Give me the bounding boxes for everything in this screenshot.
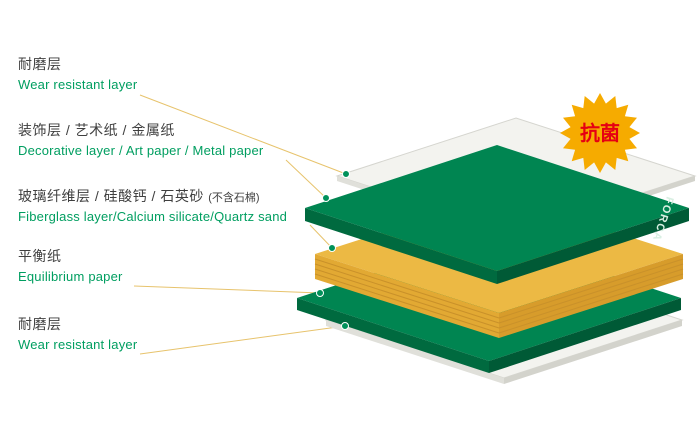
layer-dot-equilibrium: [316, 289, 324, 297]
leader-line-wear-top: [139, 94, 347, 175]
layer-dot-fiberglass: [328, 244, 336, 252]
decorative-green-layer: FORCA: [305, 145, 689, 284]
equilibrium-right-face: [489, 298, 681, 373]
badge-label: 抗菌: [580, 121, 620, 145]
layer-dot-decorative: [322, 194, 330, 202]
bottom-sheet-left-face: [326, 320, 504, 384]
leader-line-fiberglass: [309, 224, 333, 249]
layer-dots: [316, 170, 350, 330]
leader-line-decorative: [285, 159, 327, 199]
layer-dot-wear-bottom: [341, 322, 349, 330]
core-sheet-lines: [314, 258, 684, 334]
core-right-face: [499, 254, 683, 338]
layer-dot-wear-top: [342, 170, 350, 178]
leader-line-equilibrium: [133, 285, 321, 294]
leader-lines: [133, 94, 347, 355]
antibacterial-badge: 抗菌: [560, 93, 640, 173]
bottom-sheet-right-face: [504, 320, 682, 384]
equilibrium-left-face: [297, 298, 489, 373]
badge-star-icon: [560, 93, 640, 173]
core-left-face: [315, 254, 499, 338]
decorative-left-face: [305, 208, 497, 284]
decorative-right-face: [497, 208, 689, 284]
leader-line-wear-bottom: [139, 325, 346, 355]
